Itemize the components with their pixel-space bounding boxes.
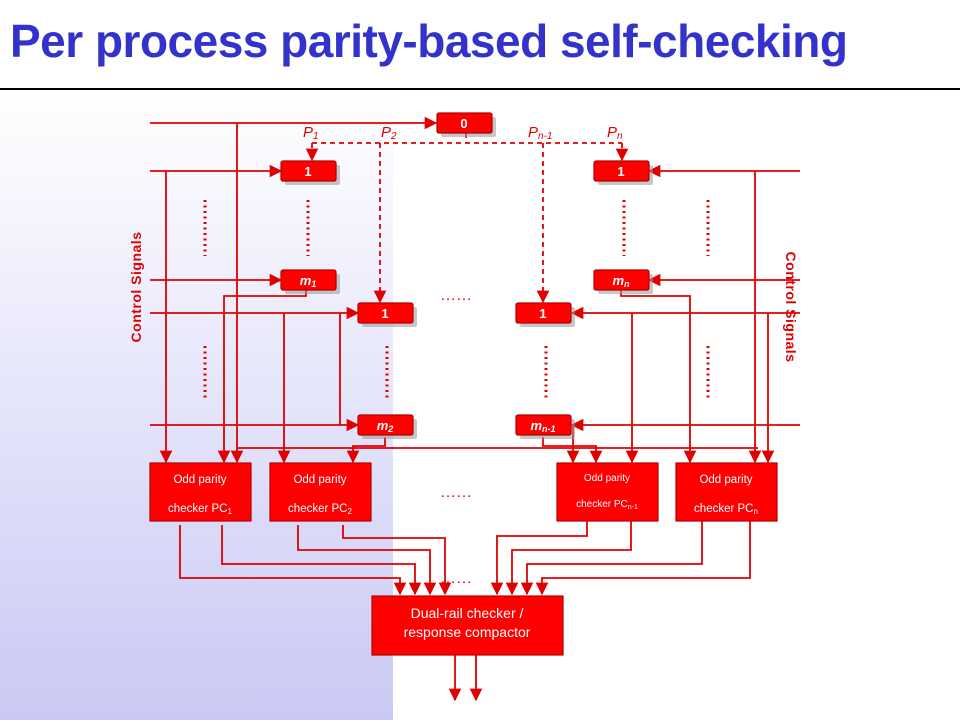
block-zero: 0 (436, 112, 496, 137)
block-m2: m2 (357, 414, 417, 439)
svg-text:1: 1 (304, 164, 311, 179)
svg-text:checker PCn: checker PCn (694, 503, 758, 516)
svg-text:m2: m2 (377, 418, 394, 434)
svg-text:mn-1: mn-1 (530, 418, 555, 434)
block-mn: mn (593, 269, 653, 294)
wires (150, 116, 800, 702)
svg-text:Odd parity: Odd parity (584, 473, 630, 484)
ellipsis-compactor: …… (440, 570, 472, 587)
svg-text:Odd parity: Odd parity (699, 474, 752, 486)
ellipsis-middle: …… (440, 287, 472, 304)
svg-text:Odd parity: Odd parity (293, 474, 346, 486)
odd-parity-checker-pc1: Odd parity checker PC1 (149, 462, 252, 522)
parity-label-p2: P2 (381, 124, 397, 142)
odd-parity-checker-pc2: Odd parity checker PC2 (269, 462, 372, 522)
svg-text:1: 1 (381, 306, 388, 321)
block-m1: m1 (280, 269, 340, 294)
block-mn-1: mn-1 (515, 414, 575, 439)
svg-text:response compactor: response compactor (404, 624, 531, 640)
ellipsis-checkers: …… (440, 484, 472, 501)
svg-text:m1: m1 (300, 273, 317, 289)
parity-label-p1: P1 (303, 124, 319, 142)
block-one-left-top: 1 (280, 160, 340, 185)
slide-title: Per process parity-based self-checking (10, 15, 848, 67)
svg-text:1: 1 (617, 164, 624, 179)
svg-text:1: 1 (539, 306, 546, 321)
svg-text:checker PC1: checker PC1 (168, 503, 232, 516)
background-gradient-panel (0, 92, 393, 720)
svg-text:Dual-rail checker /: Dual-rail checker / (411, 605, 524, 621)
svg-text:0: 0 (460, 116, 467, 131)
control-signals-right-label: Control Signals (783, 252, 799, 363)
svg-text:checker PC2: checker PC2 (288, 503, 352, 516)
parity-label-pn: Pn (607, 124, 623, 142)
block-one-middle-right: 1 (515, 302, 575, 327)
parity-label-pn1: Pn-1 (528, 124, 552, 142)
dual-rail-checker-compactor: Dual-rail checker / response compactor (371, 595, 564, 656)
odd-parity-checker-pcn-1: Odd parity checker PCn-1 (556, 462, 659, 522)
svg-text:mn: mn (612, 273, 630, 289)
block-one-middle-left: 1 (357, 302, 417, 327)
dotted-continuations (203, 200, 710, 400)
odd-parity-checker-pcn: Odd parity checker PCn (675, 462, 778, 522)
title-underline (0, 88, 960, 90)
block-one-right-top: 1 (593, 160, 653, 185)
svg-text:checker PCn-1: checker PCn-1 (576, 499, 638, 511)
control-signals-left-label: Control Signals (128, 232, 144, 343)
svg-text:Odd parity: Odd parity (173, 474, 226, 486)
